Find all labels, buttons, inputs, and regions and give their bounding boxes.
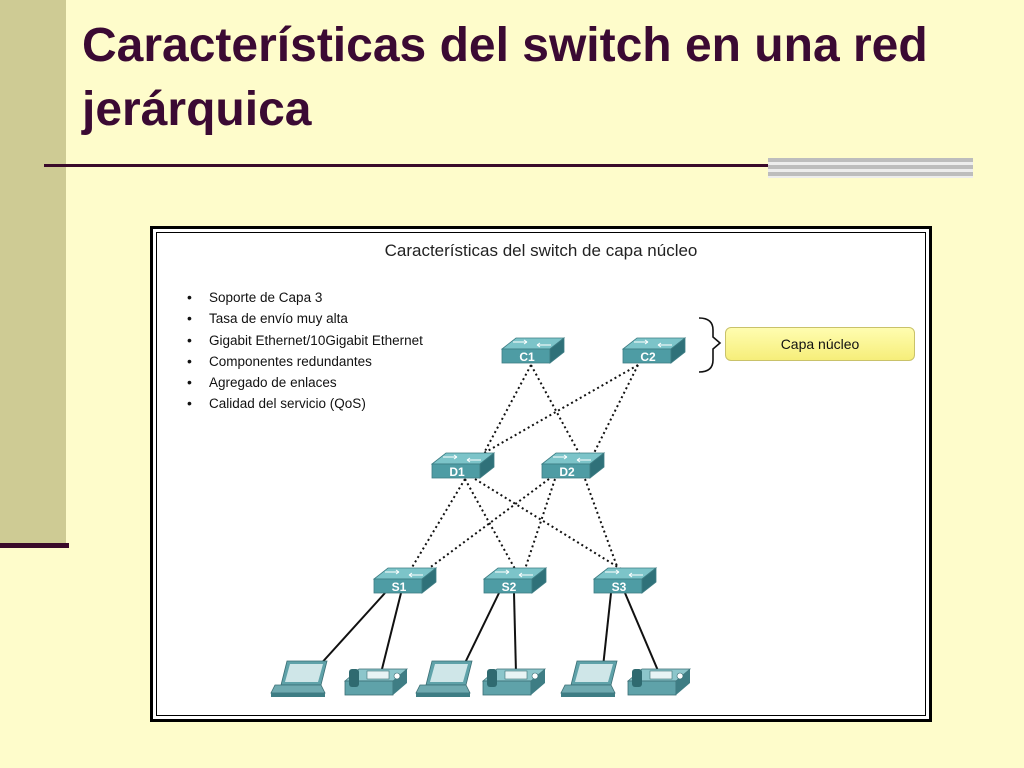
switch-label: S3 <box>612 580 627 594</box>
laptop-icon <box>415 660 473 698</box>
feature-list: Soporte de Capa 3 Tasa de envío muy alta… <box>183 287 423 415</box>
figure-title: Características del switch de capa núcle… <box>384 241 698 260</box>
link-d2-s1 <box>427 478 550 570</box>
switch-d1: D1 <box>431 452 495 479</box>
link-s2-laptop <box>462 592 500 668</box>
link-d1-s3 <box>474 478 622 570</box>
link-s3-laptop <box>602 592 612 668</box>
feature-item: Tasa de envío muy alta <box>183 308 423 330</box>
switch-s3: S3 <box>593 567 657 594</box>
link-s2-phone <box>513 592 517 674</box>
switch-c1: C1 <box>501 337 565 364</box>
link-s1-phone <box>380 592 402 674</box>
link-c2-d2 <box>593 364 639 454</box>
slide-title: Características del switch en una red je… <box>82 19 928 136</box>
laptop-icon <box>560 660 618 698</box>
feature-item: Soporte de Capa 3 <box>183 287 423 309</box>
core-bracket <box>698 317 722 373</box>
link-d2-s3 <box>584 478 619 570</box>
link-c1-d1 <box>483 364 532 454</box>
ip-phone-icon <box>482 668 546 696</box>
switch-s2: S2 <box>483 567 547 594</box>
switch-label: C2 <box>640 350 656 364</box>
switch-d2: D2 <box>541 452 605 479</box>
link-d1-s2 <box>464 478 516 570</box>
core-layer-label: Capa núcleo <box>725 327 915 361</box>
feature-item: Gigabit Ethernet/10Gigabit Ethernet <box>183 330 423 352</box>
network-topology: C1 C2 D1 D2 S1 S2 S3 <box>270 317 722 698</box>
laptop-icon <box>270 660 328 698</box>
ip-phone-icon <box>627 668 691 696</box>
switch-s1: S1 <box>373 567 437 594</box>
switch-label: D1 <box>449 465 465 479</box>
feature-item: Componentes redundantes <box>183 351 423 373</box>
side-accent-bar <box>0 0 66 546</box>
switch-label: S2 <box>502 580 517 594</box>
network-figure: Características del switch de capa núcle… <box>150 226 932 722</box>
feature-item: Agregado de enlaces <box>183 372 423 394</box>
title-divider <box>44 164 972 167</box>
feature-item: Calidad del servicio (QoS) <box>183 393 423 415</box>
link-d1-s1 <box>410 478 466 570</box>
switch-label: S1 <box>392 580 407 594</box>
link-d2-s2 <box>524 478 556 570</box>
dotted-links <box>410 364 639 570</box>
link-s1-laptop <box>317 592 386 668</box>
switch-label: D2 <box>559 465 575 479</box>
switch-c2: C2 <box>622 337 686 364</box>
ip-phone-icon <box>344 668 408 696</box>
title-divider-accent <box>768 158 973 178</box>
link-c1-d2 <box>530 364 580 454</box>
link-s3-phone <box>624 592 660 674</box>
switch-label: C1 <box>519 350 535 364</box>
access-links <box>317 592 660 674</box>
side-accent-line <box>0 543 69 548</box>
